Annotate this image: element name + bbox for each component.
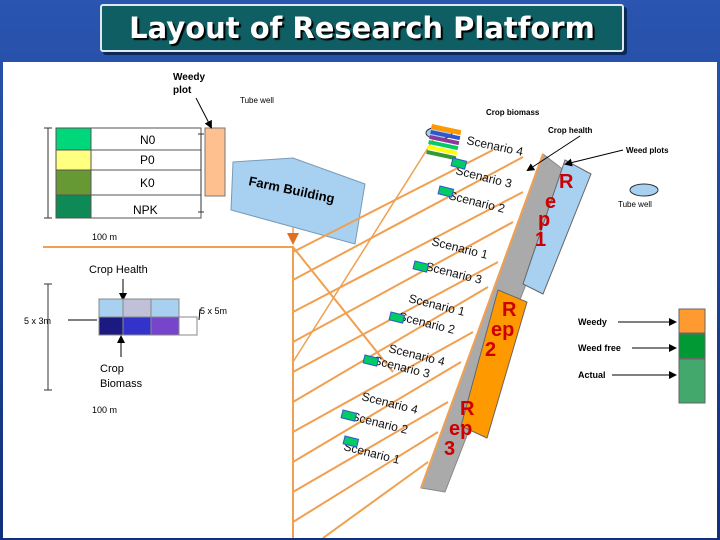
legend-actual-swatch: [678, 358, 706, 404]
legend-weedy-swatch: [678, 308, 706, 334]
rep2-label: 2: [485, 339, 496, 361]
fertilizer-block: N0 P0 K0 NPK 100 m: [44, 127, 204, 242]
p0-label: P0: [140, 153, 155, 167]
platform-diagram: N0 P0 K0 NPK 100 m Weedy plot Tube well: [24, 72, 706, 538]
crop-biomass-label-line2: Biomass: [100, 378, 143, 390]
legend-weedy-label: Weedy: [578, 317, 607, 327]
npk-swatch: [55, 194, 92, 219]
rep1-label: e: [545, 191, 556, 213]
scenario-label: Scenario 4: [465, 133, 524, 159]
weedy-plot-label-line1: Weedy: [173, 72, 205, 83]
tube-well-label: Tube well: [240, 96, 274, 105]
crop-health-grid: [98, 298, 198, 336]
k0-swatch: [55, 169, 92, 196]
plot-legend: Weedy Weed free Actual: [578, 308, 706, 404]
dimension-5x3-label: 5 x 3m: [24, 316, 51, 326]
plot-ladder: [292, 139, 544, 538]
k0-label: K0: [140, 176, 155, 190]
crop-health-top-label: Crop health: [548, 126, 593, 135]
plot-markers: [340, 157, 468, 448]
scenario-label: Scenario 1: [430, 234, 489, 262]
rep1-label: 1: [535, 229, 546, 251]
crop-biomass-top-label: Crop biomass: [486, 108, 540, 117]
legend-actual-label: Actual: [578, 370, 606, 380]
n0-label: N0: [140, 133, 156, 147]
rep1-strip: [522, 159, 592, 295]
scenario-label: Scenario 3: [424, 259, 483, 287]
rep2-label: R: [502, 299, 517, 321]
title-bar: Layout of Research Platform: [100, 4, 624, 52]
rep2-label: ep: [491, 319, 514, 341]
crop-health-label: Crop Health: [89, 264, 148, 276]
tube-well-right-label: Tube well: [618, 200, 652, 209]
rep3-label: ep: [449, 418, 472, 440]
rep1-label: R: [559, 171, 574, 193]
legend-weed-free-label: Weed free: [578, 343, 621, 353]
n0-swatch: [55, 127, 92, 151]
weedy-plot-area: [204, 127, 226, 197]
rep3-label: R: [460, 398, 475, 420]
legend-weed-free-swatch: [678, 333, 706, 359]
page-title: Layout of Research Platform: [129, 11, 595, 45]
scenario-label: Scenario 2: [447, 188, 506, 216]
distance-100m-top: 100 m: [92, 232, 117, 242]
rep1-label: p: [538, 209, 550, 231]
distance-100m-bottom: 100 m: [92, 405, 117, 415]
tube-well-right-icon: [629, 183, 659, 197]
crop-stripes-top: [426, 123, 462, 161]
weedy-plot-label-line2: plot: [173, 85, 192, 96]
npk-label: NPK: [133, 203, 158, 217]
diagram-canvas: N0 P0 K0 NPK 100 m Weedy plot Tube well: [3, 62, 717, 538]
rep2-strip: [460, 289, 528, 439]
crop-biomass-label-line1: Crop: [100, 363, 124, 375]
farm-building: [230, 157, 366, 245]
weed-plots-label: Weed plots: [626, 146, 669, 155]
dimension-5x5-label: 5 x 5m: [200, 306, 227, 316]
p0-swatch: [55, 149, 92, 171]
rep3-label: 3: [444, 438, 455, 460]
scenario-label: Scenario 2: [350, 409, 409, 437]
